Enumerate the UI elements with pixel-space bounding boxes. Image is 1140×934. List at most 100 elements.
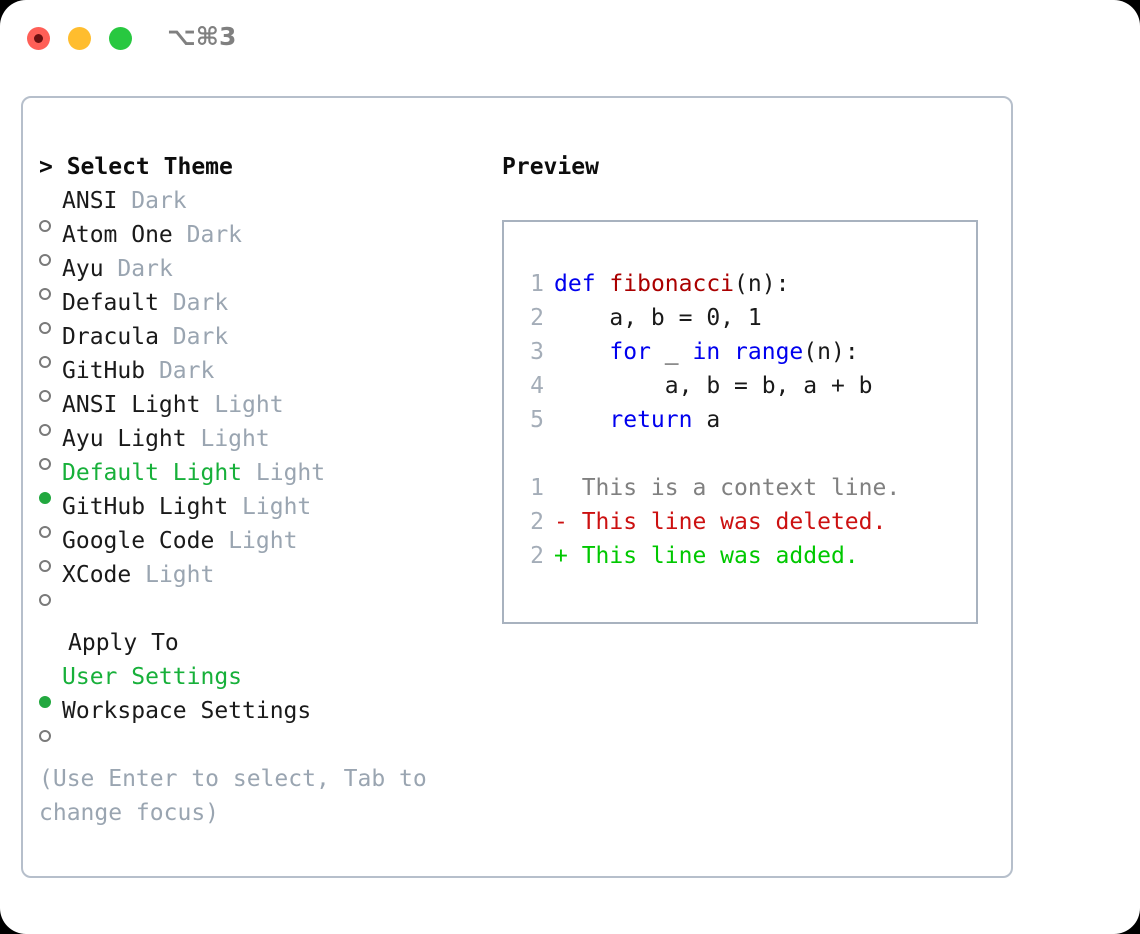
code-token: a, b = 0, 1 <box>554 305 762 331</box>
theme-variant-tag: Dark <box>186 222 243 248</box>
apply-to-option-label: Workspace Settings <box>62 698 312 724</box>
theme-variant-tag: Dark <box>172 324 229 350</box>
theme-name: Ayu <box>62 256 104 282</box>
theme-variant-tag: Light <box>200 426 270 452</box>
code-line: 4 a, b = b, a + b <box>518 369 968 403</box>
code-line-text: return a <box>544 407 720 433</box>
code-line-text: a, b = b, a + b <box>544 373 873 399</box>
code-token: for <box>609 339 651 365</box>
theme-name: XCode <box>62 562 132 588</box>
apply-to-option[interactable]: Workspace Settings <box>39 694 489 742</box>
code-line-text: for _ in range(n): <box>544 339 859 365</box>
theme-variant-tag: Light <box>145 562 215 588</box>
code-token <box>596 271 610 297</box>
theme-variant-tag: Dark <box>172 290 229 316</box>
diff-line-number: 1 <box>530 475 544 501</box>
theme-variant-tag: Dark <box>158 358 215 384</box>
code-line-text: a, b = 0, 1 <box>544 305 762 331</box>
diff-line: 2 - This line was deleted. <box>518 505 968 539</box>
theme-name: ANSI <box>62 188 118 214</box>
theme-name: Dracula <box>62 324 159 350</box>
theme-list-item[interactable]: XCode Light <box>39 558 489 606</box>
code-token: _ <box>650 339 693 365</box>
code-line: 2 a, b = 0, 1 <box>518 301 968 335</box>
apply-to-option-label: User Settings <box>62 664 243 690</box>
diff-line-number: 2 <box>530 543 544 569</box>
code-line-number: 3 <box>530 339 544 365</box>
diff-line-text: This is a context line. <box>554 475 901 501</box>
theme-list-item[interactable]: ANSI Dark <box>39 184 489 232</box>
diff-line-number: 2 <box>530 509 544 535</box>
code-token: (n): <box>734 271 790 297</box>
theme-name: GitHub <box>62 358 146 384</box>
theme-variant-tag: Light <box>228 528 298 554</box>
diff-line-text: + This line was added. <box>554 543 859 569</box>
code-token: a <box>692 407 721 433</box>
theme-variant-tag: Light <box>242 494 312 520</box>
theme-list-item[interactable]: Ayu Dark <box>39 252 489 300</box>
select-theme-prompt: > Select Theme <box>39 154 233 180</box>
preview-title: Preview <box>502 154 599 180</box>
title-bar: ⌥⌘3 <box>0 0 1140 78</box>
list-spacer <box>39 592 489 626</box>
diff-line-text: - This line was deleted. <box>554 509 887 535</box>
theme-list-item[interactable]: Dracula Dark <box>39 320 489 368</box>
code-token <box>554 407 609 433</box>
keyboard-hint: (Use Enter to select, Tab to change focu… <box>39 766 441 826</box>
apply-to-label: Apply To <box>68 630 179 656</box>
theme-list-item[interactable]: Default Dark <box>39 286 489 334</box>
theme-variant-tag: Light <box>214 392 284 418</box>
diff-line: 1 This is a context line. <box>518 471 968 505</box>
theme-list-item[interactable]: Default Light Light <box>39 456 489 504</box>
theme-name: Atom One <box>62 222 173 248</box>
hint-spacer <box>39 728 489 762</box>
theme-name: Google Code <box>62 528 215 554</box>
theme-list-item[interactable]: Atom One Dark <box>39 218 489 266</box>
code-line-number: 1 <box>530 271 544 297</box>
theme-variant-tag: Dark <box>131 188 187 214</box>
code-token <box>720 339 734 365</box>
code-line: 5 return a <box>518 403 968 437</box>
code-token: return <box>609 407 693 433</box>
theme-variant-tag: Light <box>255 460 326 486</box>
close-button[interactable] <box>27 27 50 50</box>
code-line-number: 5 <box>530 407 544 433</box>
code-token: in <box>692 339 721 365</box>
code-token: fibonacci <box>609 271 735 297</box>
theme-list-item[interactable]: Google Code Light <box>39 524 489 572</box>
code-token <box>554 339 609 365</box>
theme-list-item[interactable]: Ayu Light Light <box>39 422 489 470</box>
minimize-button[interactable] <box>68 27 91 50</box>
maximize-button[interactable] <box>109 27 132 50</box>
theme-name: Ayu Light <box>62 426 187 452</box>
theme-list-item[interactable]: GitHub Dark <box>39 354 489 402</box>
keyboard-shortcut-label: ⌥⌘3 <box>167 22 237 51</box>
theme-name: Default <box>62 290 159 316</box>
code-line-number: 4 <box>530 373 544 399</box>
theme-list-item[interactable]: ANSI Light Light <box>39 388 489 436</box>
theme-name: ANSI Light <box>62 392 201 418</box>
code-line-text: def fibonacci(n): <box>544 271 789 297</box>
diff-line: 2 + This line was added. <box>518 539 968 573</box>
code-token: a, b = b, a + b <box>554 373 873 399</box>
code-token: def <box>554 271 596 297</box>
code-token: range <box>734 339 804 365</box>
theme-name: GitHub Light <box>62 494 229 520</box>
theme-variant-tag: Dark <box>117 256 173 282</box>
theme-list-item[interactable]: GitHub Light Light <box>39 490 489 538</box>
code-line-number: 2 <box>530 305 544 331</box>
window-controls <box>27 27 132 50</box>
apply-to-option[interactable]: User Settings <box>39 660 489 708</box>
code-line: 3 for _ in range(n): <box>518 335 968 369</box>
code-diff-separator <box>518 437 968 471</box>
code-token: (n): <box>803 339 859 365</box>
